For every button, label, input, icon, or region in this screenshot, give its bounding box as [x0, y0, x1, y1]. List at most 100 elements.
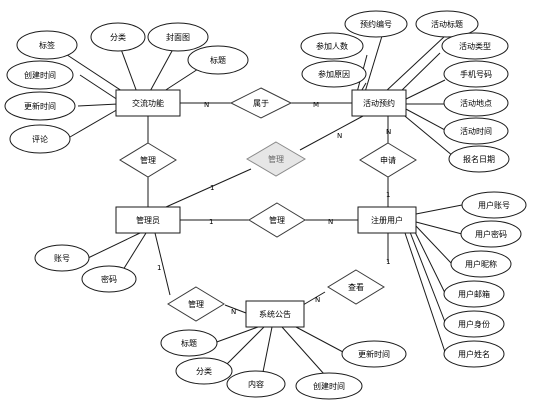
svg-text:创建时间: 创建时间 [313, 381, 345, 391]
relation-chakan-label: 查看 [348, 282, 364, 292]
attr-huodong-huodongbiaoti: 活动标题 [415, 10, 479, 38]
line-jl-ctime [79, 74, 119, 101]
relation-guanli-zhuce: 管理 [248, 202, 306, 238]
attr-gonggao-chuangjianshijian: 创建时间 [295, 372, 363, 400]
attr-jiaoliu-pinglun: 评论 [9, 124, 71, 154]
relation-guanli-zhuce-label: 管理 [269, 215, 285, 225]
card-shuyu-hd: M [313, 101, 319, 109]
line-zc-mail [413, 229, 446, 294]
relation-shenqing-label: 申请 [380, 155, 396, 165]
relation-chakan: 查看 [327, 269, 385, 305]
attr-zhuce-yonghunicheng: 用户昵称 [450, 250, 512, 278]
attr-guanliyuan-mima: 密码 [81, 265, 137, 293]
line-gg-content [262, 326, 273, 373]
svg-text:活动类型: 活动类型 [459, 41, 491, 51]
svg-text:账号: 账号 [54, 254, 70, 263]
line-gg-ctime [281, 326, 325, 375]
entity-huodong: 活动预约 [351, 89, 407, 117]
attr-jiaoliu-biaoqian: 标签 [16, 30, 78, 60]
svg-text:参加原因: 参加原因 [318, 69, 350, 79]
relationships: 属于 管理 管理 申请 管理 管理 查看 [119, 87, 417, 322]
attr-huodong-huodongshijian: 活动时间 [443, 117, 509, 145]
entity-jiaoliu: 交流功能 [115, 89, 181, 117]
attr-huodong-canjiarenshu: 参加人数 [300, 32, 364, 60]
svg-text:内容: 内容 [248, 379, 264, 389]
card-gg-right: N [315, 296, 320, 304]
attr-jiaoliu-fengmiantu: 封面图 [147, 22, 209, 52]
line-chakan-gg [302, 291, 326, 306]
card-zc-bottom: 1 [386, 258, 390, 266]
svg-text:活动标题: 活动标题 [431, 19, 463, 29]
svg-text:用户身份: 用户身份 [458, 319, 490, 329]
attr-zhuce-yonghushenfen: 用户身份 [443, 310, 505, 338]
attr-zhuce-yonghumima: 用户密码 [460, 220, 522, 248]
relation-guanli-huodong-label: 管理 [268, 154, 284, 164]
attr-jiaoliu-chuangjianshijian: 创建时间 [6, 60, 74, 90]
svg-text:预约编号: 预约编号 [360, 19, 392, 29]
svg-text:更新时间: 更新时间 [358, 349, 390, 359]
card-gg-left: N [231, 308, 236, 316]
card-gly-bottom: 1 [157, 264, 161, 272]
attr-jiaoliu-fenlei: 分类 [90, 22, 146, 52]
entity-zhuce: 注册用户 [357, 206, 417, 234]
entity-zhuce-label: 注册用户 [371, 215, 403, 225]
relation-guanli-gonggao-label: 管理 [188, 299, 204, 309]
card-zc-shenqing: 1 [386, 191, 390, 199]
card-guanli-hd: N [337, 132, 342, 140]
line-guanli2-hd [299, 115, 364, 151]
attr-guanliyuan-zhanghao: 账号 [34, 244, 90, 272]
relation-guanli-gonggao: 管理 [167, 286, 225, 322]
svg-text:封面图: 封面图 [166, 32, 190, 42]
attr-huodong-canjiayuanyin: 参加原因 [301, 60, 367, 88]
entities: 交流功能 活动预约 管理员 注册用户 系统公告 [115, 89, 417, 328]
relation-shenqing: 申请 [359, 142, 417, 178]
attr-huodong-baomingriqi: 报名日期 [448, 145, 510, 173]
svg-text:用户邮箱: 用户邮箱 [458, 289, 490, 299]
svg-text:标题: 标题 [181, 338, 197, 348]
line-gly-guanli4 [154, 232, 171, 296]
relation-guanli-jiaoliu: 管理 [119, 142, 177, 178]
attr-jiaoliu-biaoti: 标题 [187, 45, 249, 75]
attr-zhuce-yonghuyouxiang: 用户邮箱 [443, 280, 505, 308]
svg-text:用户姓名: 用户姓名 [458, 349, 490, 359]
svg-text:报名日期: 报名日期 [463, 154, 495, 164]
entity-gonggao-label: 系统公告 [259, 309, 291, 319]
attr-huodong-huodongleixing: 活动类型 [441, 32, 509, 60]
attr-gonggao-fenlei: 分类 [175, 357, 233, 385]
line-gg-title [213, 326, 259, 344]
svg-text:分类: 分类 [196, 366, 212, 376]
svg-text:手机号码: 手机号码 [460, 69, 492, 79]
line-zc-role [409, 231, 446, 323]
attr-jiaoliu-gengxinshijian: 更新时间 [4, 91, 76, 121]
line-guanli4-gg [224, 304, 247, 314]
entity-gonggao: 系统公告 [245, 300, 305, 328]
svg-text:创建时间: 创建时间 [24, 70, 56, 80]
svg-text:标题: 标题 [210, 55, 226, 65]
line-zc-name [404, 232, 446, 353]
attr-zhuce-yonghuzhanghao: 用户账号 [461, 191, 527, 219]
line-zc-acc [415, 204, 463, 215]
line-hd-phone [403, 79, 446, 101]
svg-text:参加人数: 参加人数 [316, 41, 348, 51]
line-hd-date [399, 111, 454, 157]
line-gly-acc [87, 232, 141, 259]
relation-guanli-huodong: 管理 [246, 141, 306, 177]
line-hd-title [384, 35, 446, 93]
line-jl-utime [77, 103, 119, 107]
line-hd-time [403, 107, 446, 131]
line-hd-type [397, 52, 441, 95]
svg-text:分类: 分类 [110, 32, 126, 42]
card-jl-shuyu: N [204, 101, 209, 109]
line-hd-no [364, 35, 383, 93]
card-hd-shenqing: N [386, 128, 391, 136]
svg-text:评论: 评论 [32, 134, 48, 144]
line-gg-cat [222, 326, 265, 369]
line-zc-nick [415, 225, 453, 265]
card-zc-mid: N [328, 218, 333, 226]
svg-text:更新时间: 更新时间 [24, 101, 56, 111]
line-jl-comment [69, 107, 121, 138]
svg-text:标签: 标签 [39, 40, 55, 50]
cardinalities: N M N N 1 1 N 1 N N 1 1 [157, 101, 391, 316]
relation-shuyu: 属于 [229, 87, 293, 119]
